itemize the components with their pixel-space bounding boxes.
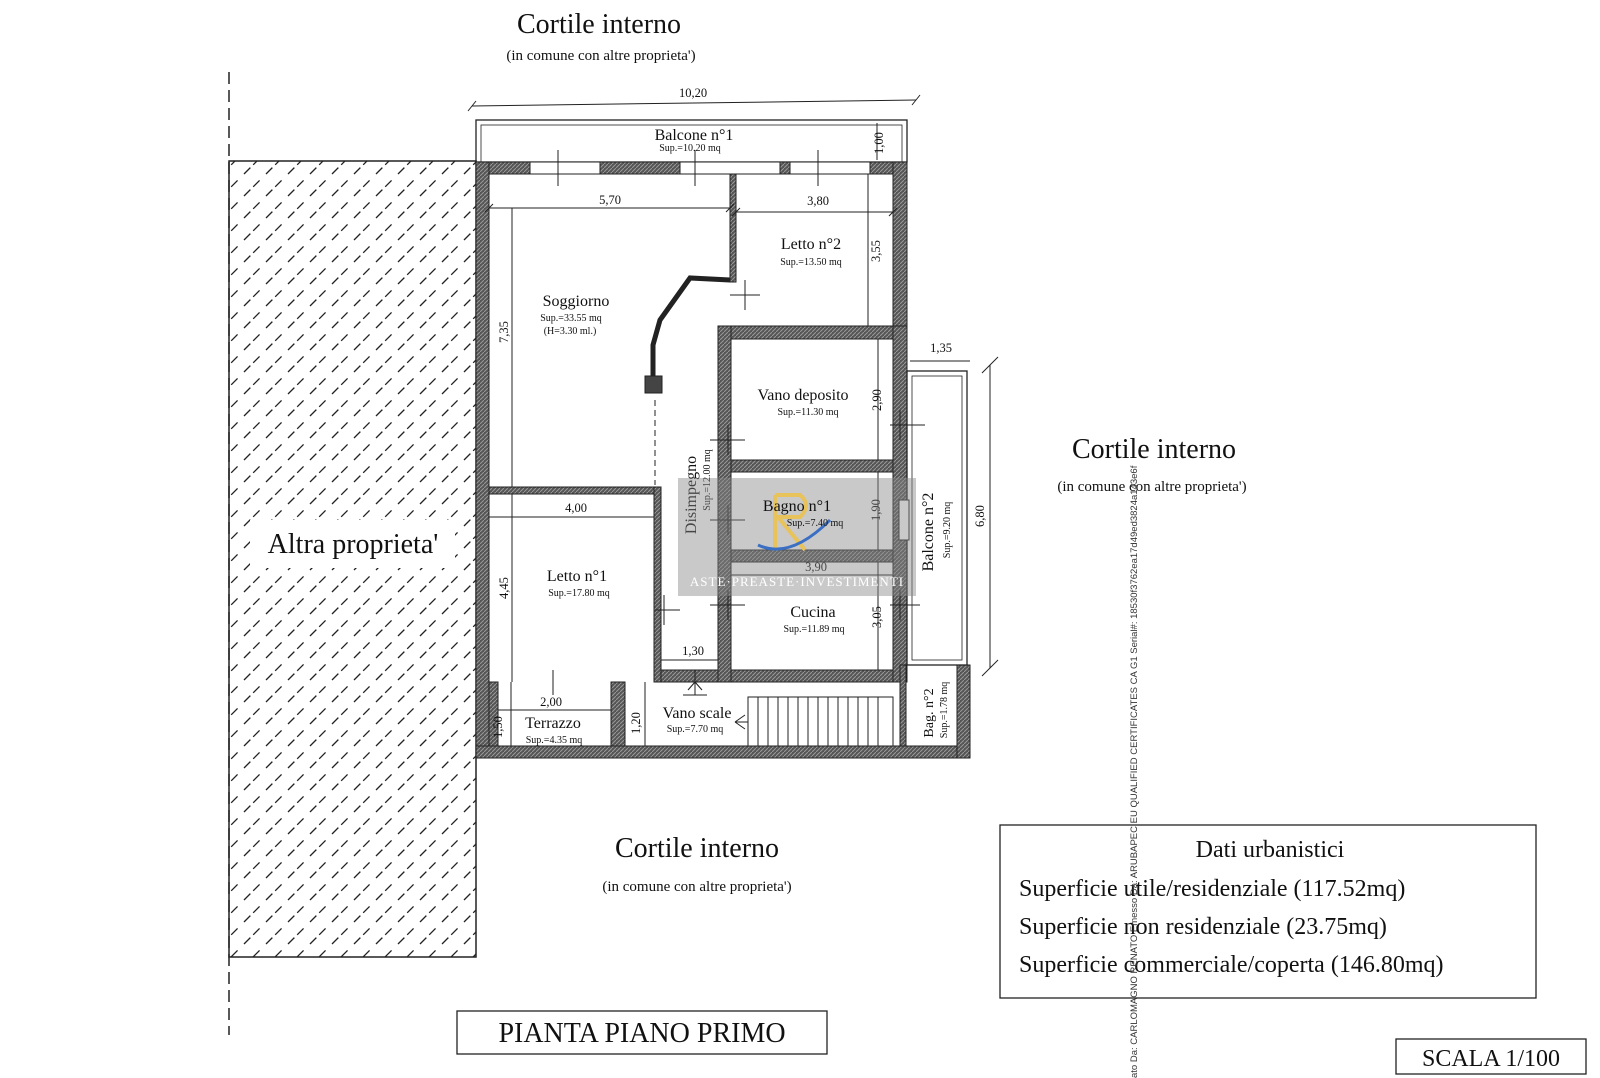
digital-signature: ato Da: CARLOMAGNO RENATO Emesso Da: ARU… <box>1129 465 1140 1078</box>
dimension-total-width <box>467 94 921 112</box>
dim-disimpegno-width: 1,30 <box>682 644 704 658</box>
soggiorno-area: Sup.=33.55 mq <box>540 313 601 324</box>
vano-scale-name: Vano scale <box>663 705 732 722</box>
balcone-1-area: Sup.=10.20 mq <box>659 143 720 154</box>
balcone-2-name: Balcone n°2 <box>920 493 937 572</box>
cucina-area: Sup.=11.89 mq <box>783 624 844 635</box>
letto-2-name: Letto n°2 <box>781 236 841 253</box>
window-ticks <box>557 150 819 186</box>
balcone-1-name: Balcone n°1 <box>655 127 734 144</box>
dim-balcone-2-length: 6,80 <box>973 505 987 527</box>
courtyard-right-title: Cortile interno <box>1072 434 1236 465</box>
terrazzo-name: Terrazzo <box>525 715 581 732</box>
dim-soggiorno-depth: 7,35 <box>497 321 511 343</box>
bagno-1-area: Sup.=7.40 mq <box>787 518 843 529</box>
dim-balcone-1-depth: 1,00 <box>872 132 886 154</box>
scale-box: SCALA 1/100 <box>1395 1038 1587 1075</box>
dim-letto-1-depth: 4,45 <box>497 577 511 599</box>
other-property-area: Altra proprieta' <box>228 72 477 1035</box>
disimpegno-area: Sup.=12.00 mq <box>702 449 713 510</box>
letto-1-area: Sup.=17.80 mq <box>548 588 609 599</box>
dim-bagno-1-depth: 1,90 <box>869 499 883 521</box>
urban-data-title: Dati urbanistici <box>1196 837 1345 863</box>
balcone-2-area: Sup.=9.20 mq <box>942 502 953 558</box>
terrazzo-area: Sup.=4.35 mq <box>526 735 582 746</box>
dim-soggiorno-width: 5,70 <box>599 193 621 207</box>
letto-1-name: Letto n°1 <box>547 568 607 585</box>
pillar <box>644 375 663 394</box>
courtyard-bottom-note: (in comune con altre proprieta') <box>602 879 791 895</box>
plan-title: PIANTA PIANO PRIMO <box>498 1018 785 1049</box>
bagno-2-name: Bag. n°2 <box>922 688 937 737</box>
bagno-2-area: Sup.=1.78 mq <box>939 682 950 738</box>
urban-data-line-2: Superficie non residenziale (23.75mq) <box>1019 914 1387 940</box>
bagno-1-name: Bagno n°1 <box>763 498 831 515</box>
soggiorno-height: (H=3.30 ml.) <box>544 326 597 337</box>
courtyard-right: Cortile interno (in comune con altre pro… <box>1057 434 1246 495</box>
dim-letto-1-width: 4,00 <box>565 501 587 515</box>
vano-deposito-name: Vano deposito <box>757 387 848 404</box>
courtyard-top-note: (in comune con altre proprieta') <box>506 48 695 64</box>
watermark: Bagno n°1 Sup.=7.40 mq ASTE·PREASTE·INVE… <box>678 478 916 596</box>
door-ticks <box>552 280 925 696</box>
dim-balcone-2-width: 1,35 <box>930 341 952 355</box>
soggiorno-name: Soggiorno <box>543 293 610 310</box>
dim-letto-2-depth: 3,55 <box>869 240 883 262</box>
partition-curve <box>650 275 731 380</box>
watermark-swoosh-icon <box>757 518 832 551</box>
dim-cucina-width: 3,90 <box>805 560 827 574</box>
cucina-name: Cucina <box>790 604 835 621</box>
vano-deposito-area: Sup.=11.30 mq <box>777 407 838 418</box>
urban-data-line-1: Superficie utile/residenziale (117.52mq) <box>1019 876 1405 902</box>
dim-deposito-depth: 2,90 <box>870 389 884 411</box>
courtyard-right-note: (in comune con altre proprieta') <box>1057 479 1246 495</box>
dim-letto-2-width: 3,80 <box>807 194 829 208</box>
top-windows <box>529 161 871 175</box>
balcone-2: Balcone n°2 Sup.=9.20 mq <box>898 370 968 666</box>
dim-terrazzo-depth: 1,50 <box>491 716 505 738</box>
dim-scale-depth: 1,20 <box>629 712 643 734</box>
dim-total-width: 10,20 <box>679 86 707 100</box>
dim-terrazzo-width: 2,00 <box>540 695 562 709</box>
courtyard-bottom: Cortile interno (in comune con altre pro… <box>602 833 791 895</box>
courtyard-top-title: Cortile interno <box>517 9 681 40</box>
watermark-logo-icon <box>773 493 808 552</box>
courtyard-top: Cortile interno (in comune con altre pro… <box>506 9 695 64</box>
interior-walls <box>488 173 908 747</box>
urban-data-box: Dati urbanistici Superficie utile/reside… <box>999 824 1537 999</box>
plan-title-box: PIANTA PIANO PRIMO <box>456 1010 828 1055</box>
watermark-text: ASTE·PREASTE·INVESTIMENTI <box>690 574 904 589</box>
dim-cucina-depth: 3,05 <box>870 606 884 628</box>
stairs <box>734 696 894 747</box>
dimension-lines <box>484 174 999 746</box>
disimpegno-name: Disimpegno <box>683 456 700 534</box>
other-property-label: Altra proprieta' <box>268 529 439 560</box>
letto-2-area: Sup.=13.50 mq <box>780 257 841 268</box>
scale-label: SCALA 1/100 <box>1422 1046 1560 1072</box>
urban-data-line-3: Superficie commerciale/coperta (146.80mq… <box>1019 952 1444 978</box>
vano-scale-area: Sup.=7.70 mq <box>667 724 723 735</box>
courtyard-bottom-title: Cortile interno <box>615 833 779 864</box>
balcone-1: Balcone n°1 Sup.=10.20 mq 1,00 <box>475 119 908 163</box>
